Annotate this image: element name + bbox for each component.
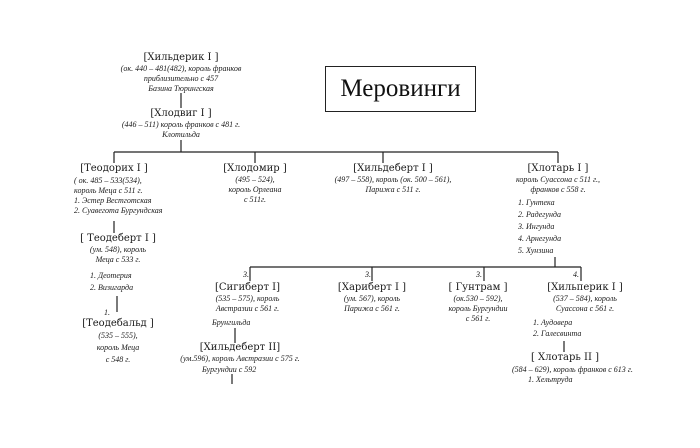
node-chilperic: [Хильперик I ] (537 – 584), король Суасс… <box>530 282 640 314</box>
node-chlothar1: [Хлотарь I ] король Суассона с 511 г., ф… <box>498 163 618 195</box>
node-chlodomer: [Хлодомир ] (495 – 524), король Орлеана … <box>205 163 305 205</box>
person-name: [Хильдеберт II] <box>199 342 281 353</box>
person-name: [Теодорих I ] <box>80 163 148 174</box>
person-info: с 548 г. <box>105 355 131 364</box>
person-name: [ Гунтрам ] <box>448 282 508 293</box>
person-info: (495 – 524), <box>235 175 275 184</box>
person-info: король Орлеана <box>228 185 282 194</box>
diagram-title: Меровинги <box>340 75 461 102</box>
person-name: [Теодебальд ] <box>82 318 154 329</box>
person-info: Суассона с 561 г. <box>555 304 615 313</box>
node-clovis: [Хлодвиг I ] (446 – 511) король франков … <box>96 108 266 140</box>
person-name: [Хлодвиг I ] <box>150 108 212 119</box>
person-info: с 561 г. <box>465 314 491 323</box>
person-info: (446 – 511) король франков с 481 г. <box>121 120 241 129</box>
person-info: король Меца <box>96 343 140 352</box>
person-info: 4. Арнегунда <box>518 234 562 243</box>
node-chlothar1-wives: 1. Гунтека 2. Радегунда 3. Ингунда 4. Ар… <box>518 197 618 257</box>
person-info: 1. Хельтруда <box>528 375 573 384</box>
person-info: Клотильда <box>162 130 200 139</box>
person-info: 3. Ингунда <box>518 222 555 231</box>
branch-number: 3. <box>365 270 371 279</box>
person-info: 5. Хунзина <box>518 246 554 255</box>
node-chlothar2-info: (584 – 629), король франков с 613 г. 1. … <box>512 365 640 385</box>
person-info: король Суассона с 511 г., <box>515 175 601 184</box>
node-theudebald: [Теодебальд ] (535 – 555), король Меца с… <box>70 318 166 366</box>
person-info: Меца с 533 г. <box>95 255 141 264</box>
node-childeric: [Хильдерик I ] (ок. 440 – 481(482), коро… <box>105 52 257 94</box>
branch-number: 4. <box>573 270 579 279</box>
person-info: 2. Визигарда <box>90 283 134 292</box>
person-info: (ум. 567), король <box>343 294 401 303</box>
branch-number: 3. <box>243 270 249 279</box>
node-sigebert: [Сигиберт I] (535 – 575), король Австраз… <box>195 282 300 314</box>
person-info: ( ок. 485 – 533(534), <box>74 176 142 185</box>
person-info: (537 – 584), король <box>553 294 617 303</box>
person-info: приблизительно с 457 <box>143 74 219 83</box>
node-theuderic-info: ( ок. 485 – 533(534), король Меца с 511 … <box>74 176 204 216</box>
branch-number: 1. <box>104 308 110 317</box>
node-chilperic-wives: 1. Аудовера 2. Галесвинта <box>533 317 633 339</box>
person-info: (584 – 629), король франков с 613 г. <box>512 365 633 374</box>
node-childebert2: [Хильдеберт II] (ум.596), король Австраз… <box>178 342 302 364</box>
person-info: 1. Аудовера <box>533 318 573 327</box>
person-info: (ум. 548), король <box>89 245 147 254</box>
person-name: [Хильдеберт I ] <box>353 163 433 174</box>
person-info: Бургундии с 592 <box>202 365 257 374</box>
person-info: Парижа с 561 г. <box>344 304 400 313</box>
person-info: 2. Суавегота Бургундская <box>74 206 163 215</box>
person-name: [ Теодеберт I ] <box>80 233 156 244</box>
node-theuderic: [Теодорих I ] <box>72 163 156 175</box>
person-name: [Хильдерик I ] <box>143 52 219 63</box>
person-name: [Хлодомир ] <box>223 163 287 174</box>
branch-number: 3. <box>476 270 482 279</box>
person-info: (ок.530 – 592), <box>453 294 503 303</box>
person-info: франков с 558 г. <box>530 185 586 194</box>
person-name: [Хильперик I ] <box>547 282 623 293</box>
person-info: 1. Деотерия <box>90 271 132 280</box>
node-childebert2-info: Бургундии с 592 <box>202 365 302 375</box>
person-info: с 511г. <box>244 195 266 204</box>
person-info: 2. Галесвинта <box>533 329 582 338</box>
person-name: [Хариберт I ] <box>337 282 407 293</box>
person-info: (535 – 575), король <box>215 294 280 303</box>
person-info: (535 – 555), <box>98 331 138 340</box>
node-guntram: [ Гунтрам ] (ок.530 – 592), король Бургу… <box>430 282 526 324</box>
person-name: [ Хлотарь II ] <box>530 352 600 363</box>
person-info: Брунгильда <box>212 318 251 327</box>
person-info: король Бургундии <box>448 304 508 313</box>
node-theudebert-wives: 1. Деотерия 2. Визигарда <box>90 270 180 294</box>
person-info: Австразии с 561 г. <box>215 304 280 313</box>
person-info: 2. Радегунда <box>518 210 561 219</box>
node-theudebert: [ Теодеберт I ] (ум. 548), король Меца с… <box>68 233 168 265</box>
person-info: (ок. 440 – 481(482), король франков <box>120 64 242 73</box>
node-charibert: [Хариберт I ] (ум. 567), король Парижа с… <box>322 282 422 314</box>
node-chlothar2: [ Хлотарь II ] <box>520 352 610 364</box>
person-name: [Хлотарь I ] <box>527 163 589 174</box>
person-info: Парижа с 511 г. <box>365 185 421 194</box>
person-info: 1. Гунтека <box>518 198 555 207</box>
node-childebert1: [Хильдеберт I ] (497 – 558), король (ок.… <box>318 163 468 195</box>
person-info: Базина Тюрингская <box>148 84 214 93</box>
person-info: (ум.596), король Австразии с 575 г. <box>180 354 300 363</box>
person-info: (497 – 558), король (ок. 500 – 561), <box>334 175 452 184</box>
node-sigebert-wife: Брунгильда <box>212 318 302 328</box>
person-info: король Меца с 511 г. <box>74 186 143 195</box>
person-info: 1. Эстер Вестготская <box>74 196 152 205</box>
person-name: [Сигиберт I] <box>214 282 281 293</box>
title-box: Меровинги <box>325 66 476 112</box>
